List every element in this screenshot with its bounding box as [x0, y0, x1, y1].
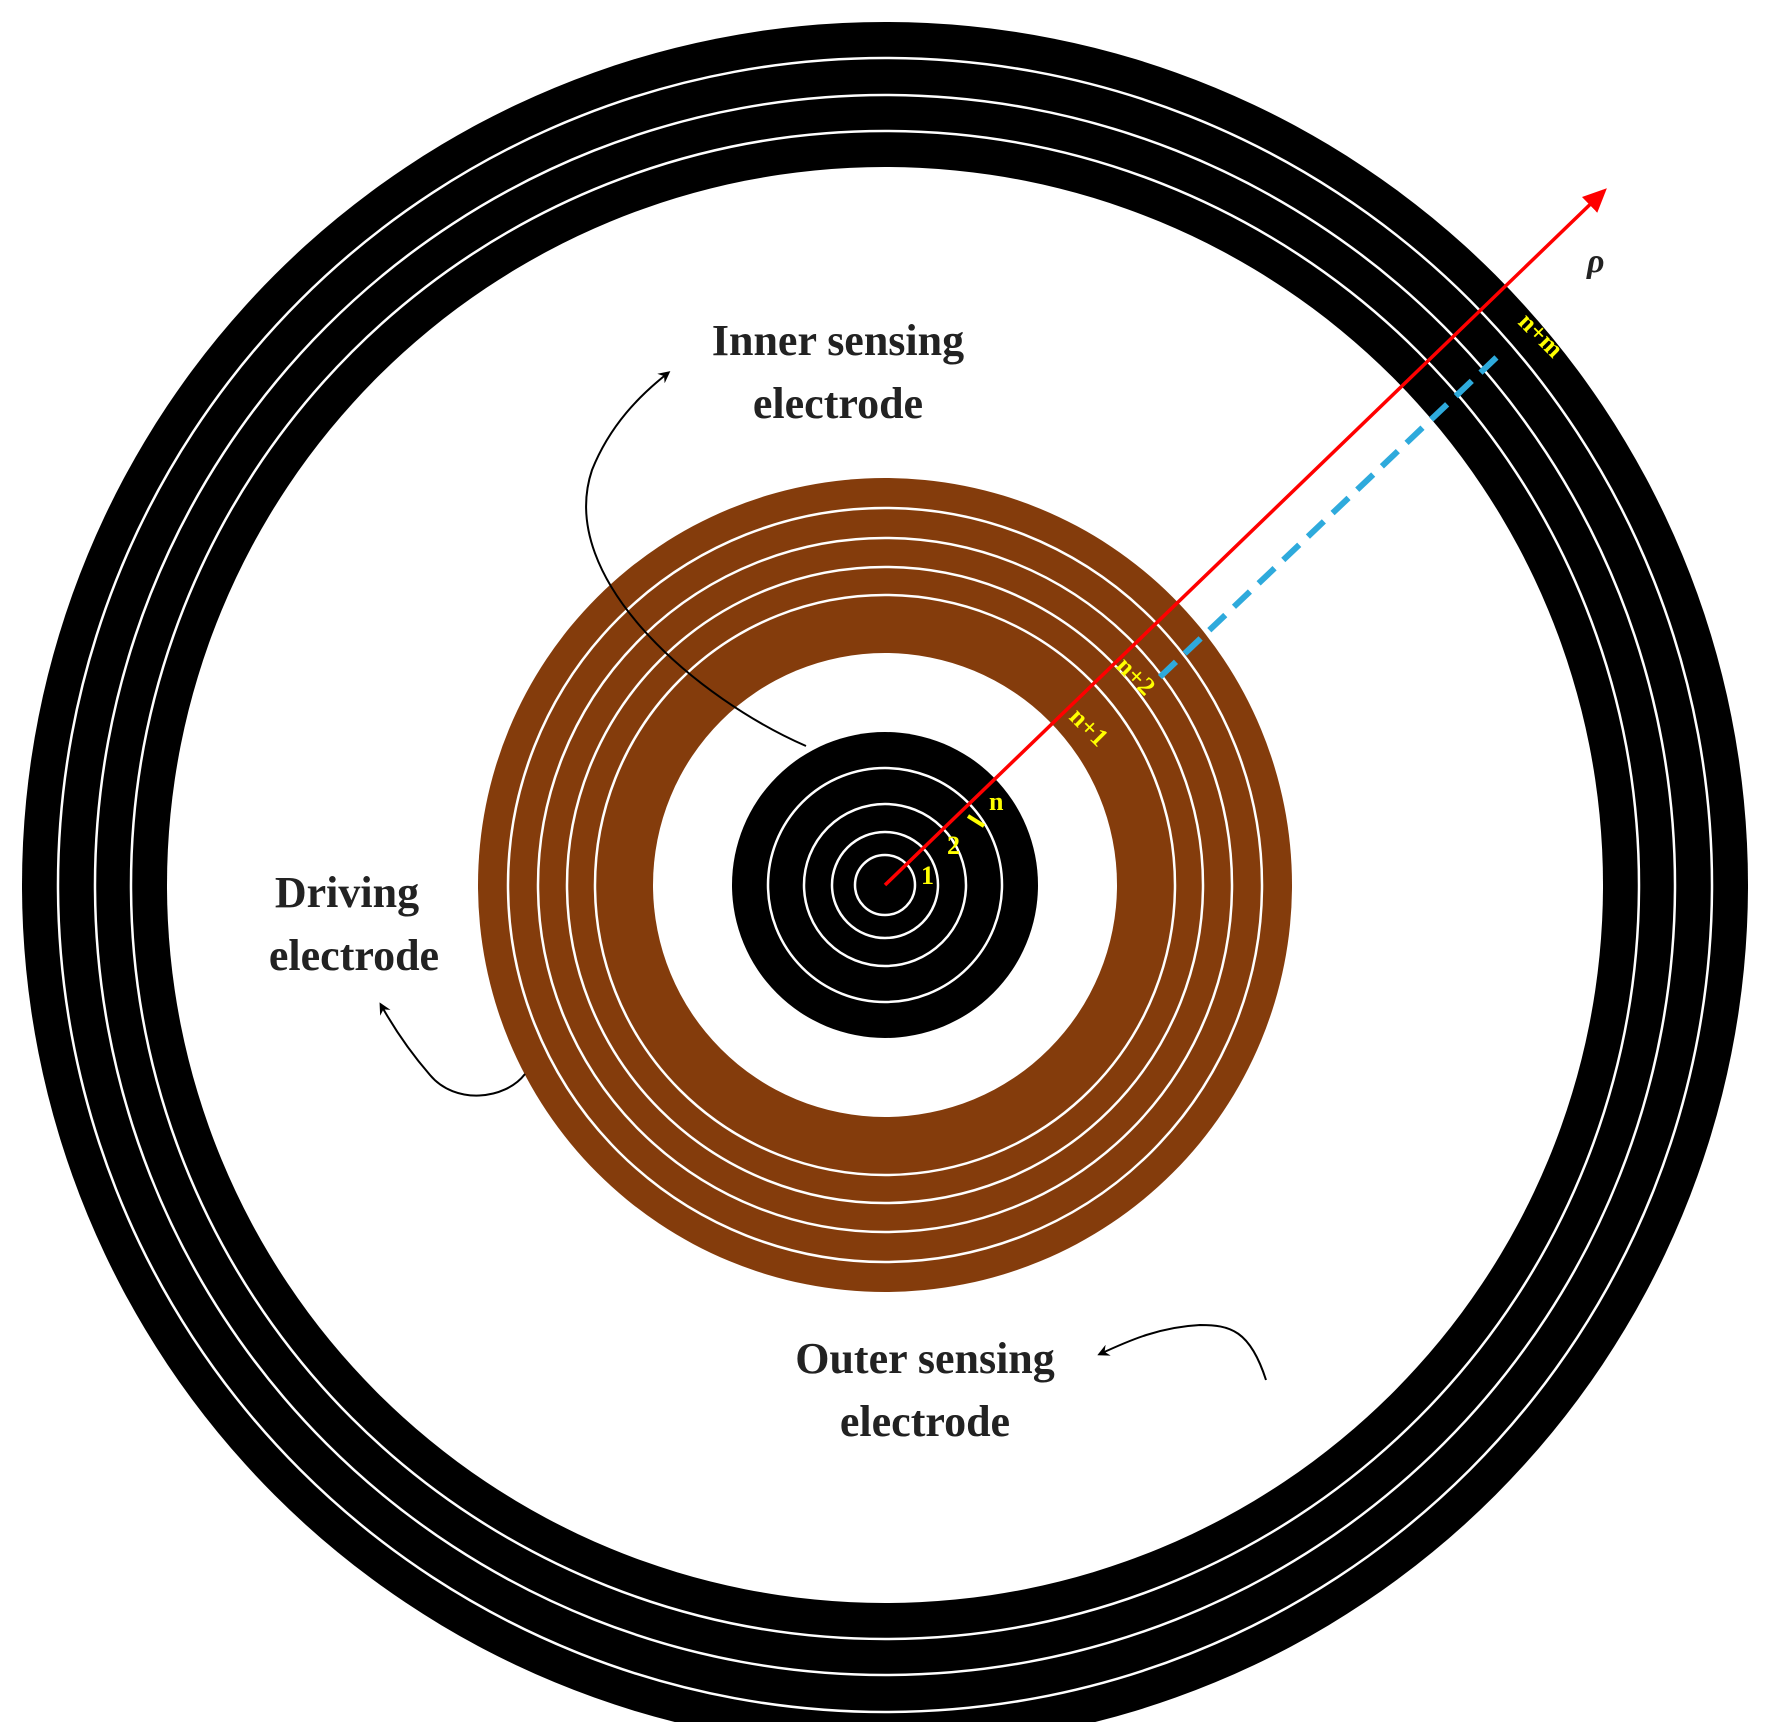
ring-tag-1: 1 — [921, 861, 934, 890]
inner-sensing-label-2: electrode — [753, 379, 923, 428]
rho-label: ρ — [1586, 243, 1605, 280]
ring-tick — [966, 814, 986, 828]
rho-axis-arrow — [883, 188, 1607, 887]
driving-label-2: electrode — [269, 931, 439, 980]
ring-tag-n: n — [989, 787, 1004, 816]
outer-sensing-callout-arrow — [1097, 1323, 1267, 1381]
driving-callout-arrow — [379, 1002, 526, 1097]
inner-sensing-label: Inner sensing — [712, 316, 964, 365]
dashed-guide-line — [1157, 353, 1501, 680]
outer-sensing-label: Outer sensing — [795, 1334, 1055, 1383]
ring-tag-2: 2 — [947, 831, 960, 860]
inner-sensing-callout-arrow — [585, 371, 807, 747]
driving-label: Driving — [275, 868, 419, 917]
outer-sensing-label-2: electrode — [840, 1397, 1010, 1446]
